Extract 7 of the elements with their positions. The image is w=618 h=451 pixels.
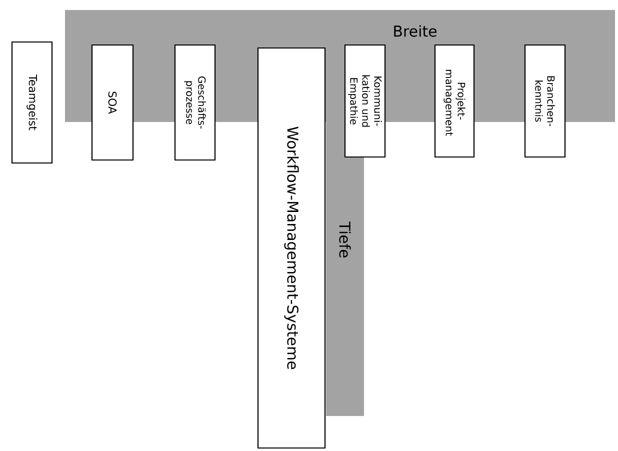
skill-box: Workflow-Management-Systeme (257, 47, 326, 449)
skill-box: Teamgeist (11, 41, 53, 164)
skill-box: Geschäfts- prozesse (174, 44, 216, 161)
skill-box: Kommuni- kation und Empathie (344, 44, 386, 158)
skill-box: SOA (91, 44, 134, 161)
skill-box: Branchen- kenntnis (524, 44, 566, 158)
skill-box: Projekt- management (434, 44, 475, 158)
